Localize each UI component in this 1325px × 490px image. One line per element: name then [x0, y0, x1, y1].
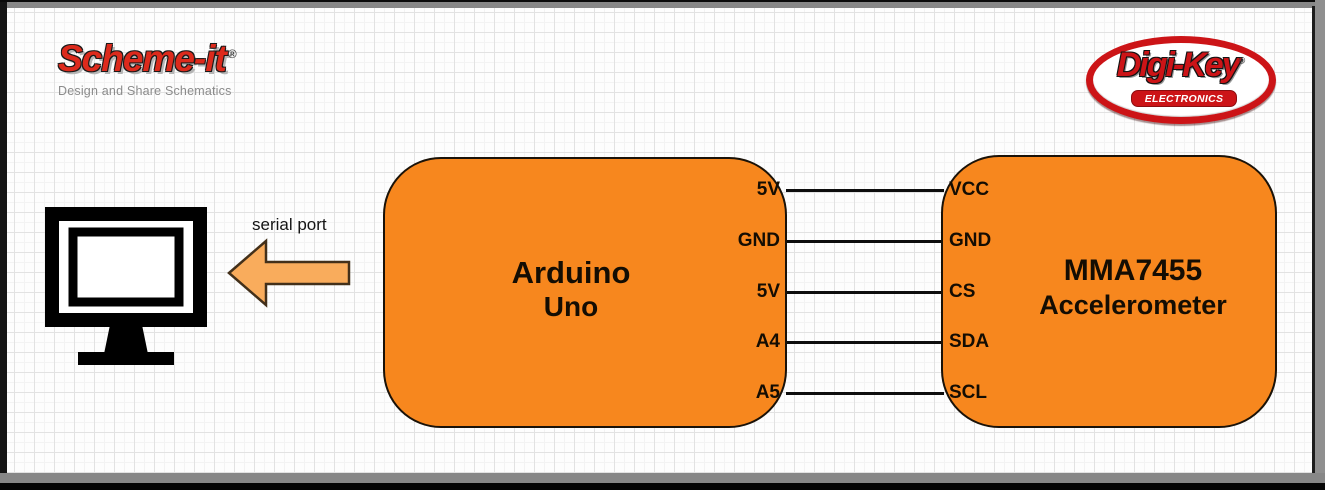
registered-mark: ® — [227, 46, 237, 61]
digi-key-electronics-badge: ELECTRONICS — [1131, 90, 1237, 107]
serial-port-label: serial port — [252, 215, 327, 234]
frame-left-edge — [0, 2, 7, 483]
arduino-pin-5v-1: 5V — [756, 179, 780, 200]
computer-monitor-icon — [45, 207, 207, 365]
frame-top-edge — [0, 0, 1325, 2]
registered-mark: ® — [1238, 55, 1246, 66]
digi-key-logo: Digi-Key® ELECTRONICS — [1086, 36, 1276, 124]
mma7455-title: MMA7455 — [1063, 253, 1203, 287]
arduino-title: Arduino — [511, 254, 631, 290]
mma7455-pin-sda: SDA — [949, 331, 990, 352]
arduino-pin-a5: A5 — [755, 382, 780, 403]
mma7455-pin-scl: SCL — [949, 382, 987, 403]
arduino-block: Arduino Uno — [383, 157, 787, 428]
arduino-subtitle: Uno — [543, 290, 599, 322]
wire-a5-scl — [786, 392, 944, 395]
serial-port-arrow-icon — [227, 238, 351, 308]
digi-key-wordmark: Digi-Key® — [1086, 48, 1276, 82]
frame-bottom-edge — [0, 483, 1325, 490]
scheme-it-logo: Scheme-it® Design and Share Schematics — [58, 38, 237, 98]
arduino-pin-a4: A4 — [755, 331, 780, 352]
digi-key-ellipse — [1086, 36, 1276, 124]
mma7455-subtitle: Accelerometer — [1039, 289, 1227, 320]
mma7455-block-text: MMA7455 Accelerometer — [1039, 253, 1227, 321]
wire-5v-cs — [786, 291, 944, 294]
frame-right-line — [1312, 6, 1315, 475]
mma7455-pin-cs: CS — [949, 281, 976, 302]
scheme-it-tagline: Design and Share Schematics — [58, 84, 232, 98]
frame-right-band — [1315, 0, 1325, 490]
mma7455-pin-vcc: VCC — [949, 179, 990, 200]
mma7455-block: MMA7455 Accelerometer — [941, 155, 1277, 428]
arduino-pin-gnd: GND — [737, 230, 780, 251]
wire-5v-vcc — [786, 189, 944, 192]
mma7455-pin-gnd: GND — [949, 230, 992, 251]
arduino-block-text: Arduino Uno — [512, 255, 631, 323]
scheme-it-name: Scheme-it — [58, 38, 227, 79]
scheme-it-wordmark: Scheme-it® — [58, 38, 237, 79]
wire-a4-sda — [786, 341, 944, 344]
arduino-pin-5v-2: 5V — [756, 281, 780, 302]
frame-bottom-band — [0, 473, 1325, 483]
frame-top-band — [0, 2, 1325, 8]
wire-gnd-gnd — [786, 240, 944, 243]
digi-key-name: Digi-Key — [1116, 46, 1241, 84]
